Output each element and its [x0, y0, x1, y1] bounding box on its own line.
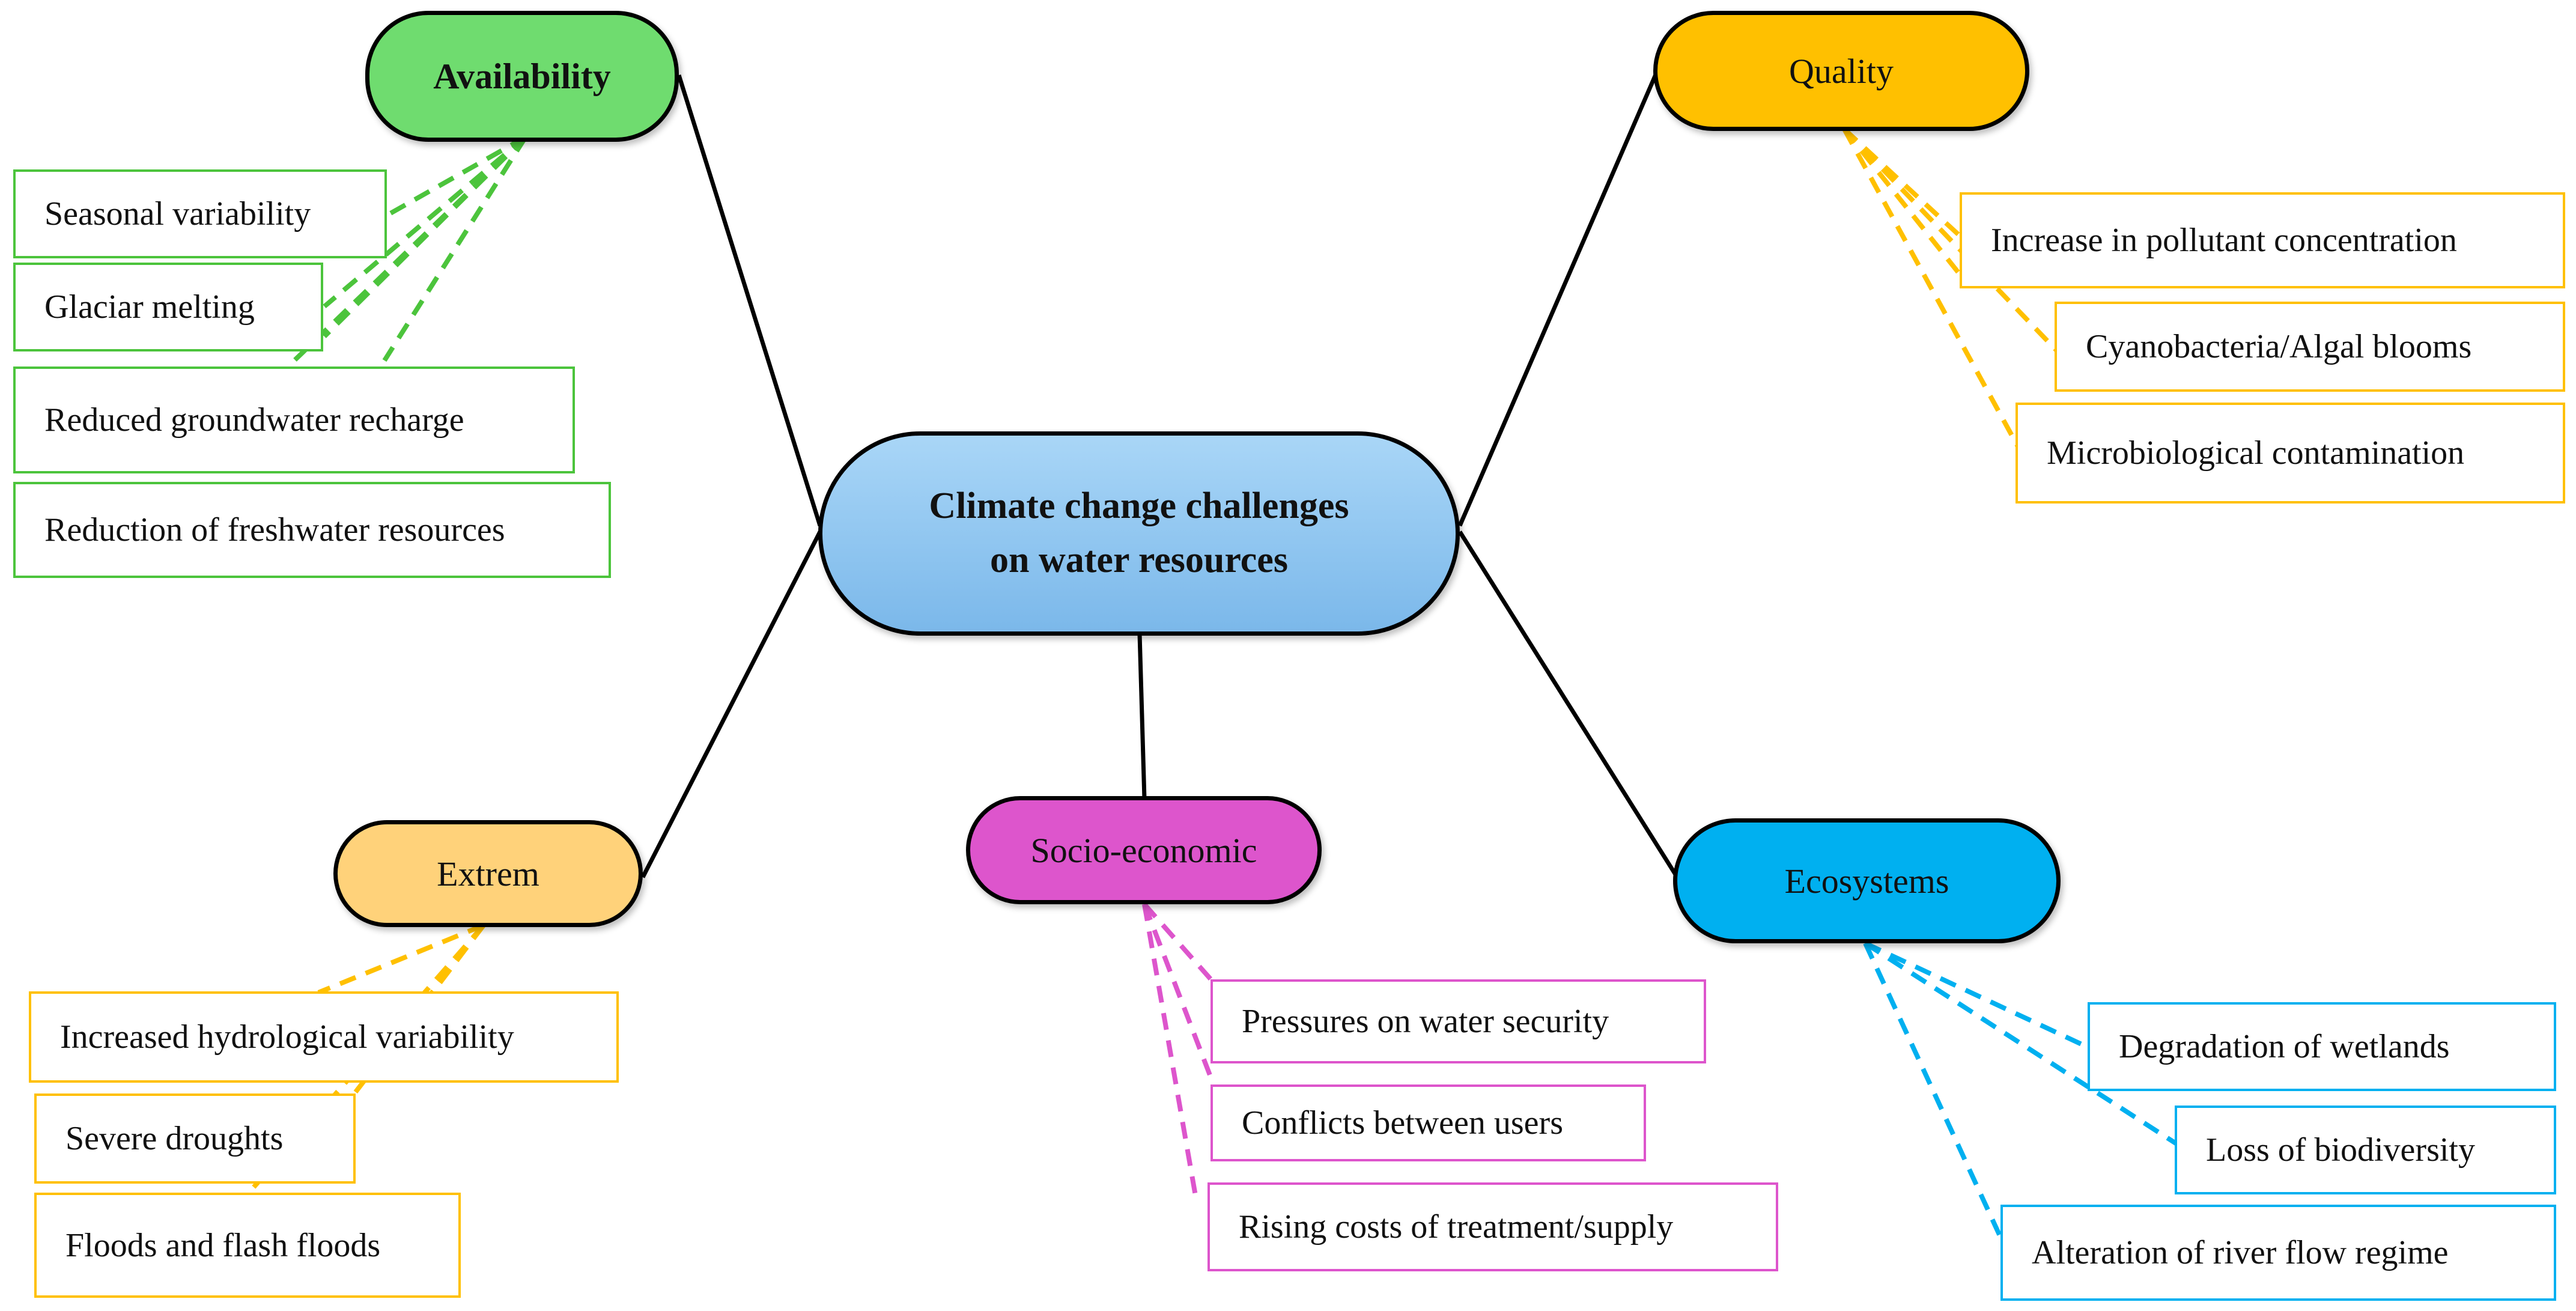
connector-availability [676, 74, 822, 527]
availability-item: Glaciar melting [13, 263, 323, 351]
extrem-item: Severe droughts [34, 1094, 356, 1184]
quality-item: Increase in pollutant concentration [1960, 192, 2565, 288]
center-title-line2: on water resources [990, 540, 1288, 580]
socio-economic-item: Rising costs of treatment/supply [1208, 1182, 1778, 1271]
dashes-ecosystems [1863, 941, 2180, 1245]
availability-item: Reduction of freshwater resources [13, 482, 611, 578]
ecosystems-item: Alteration of river flow regime [2000, 1205, 2556, 1301]
category-extrem-label: Extrem [437, 854, 539, 893]
category-availability: Availability [365, 11, 679, 142]
category-ecosystems: Ecosystems [1673, 818, 2061, 943]
category-availability-label: Availability [433, 56, 611, 96]
ecosystems-item: Loss of biodiversity [2175, 1106, 2556, 1194]
dashes-availability [293, 135, 528, 362]
connector-socio-economic [1137, 633, 1147, 800]
extrem-item: Increased hydrological variability [29, 991, 619, 1083]
center-node: Climate change challenges on water resou… [818, 431, 1460, 636]
center-title-line1: Climate change challenges [929, 485, 1349, 527]
availability-item: Reduced groundwater recharge [13, 367, 575, 473]
ecosystems-item: Degradation of wetlands [2088, 1002, 2556, 1091]
connector-quality [1457, 68, 1660, 527]
extrem-item: Floods and flash floods [34, 1193, 461, 1298]
socio-economic-item: Conflicts between users [1211, 1084, 1646, 1161]
category-extrem: Extrem [333, 820, 643, 927]
category-socio-economic-label: Socio-economic [1030, 830, 1257, 870]
category-quality: Quality [1653, 11, 2029, 131]
category-socio-economic: Socio-economic [966, 796, 1322, 904]
quality-item: Microbiological contamination [2016, 403, 2565, 503]
category-ecosystems-label: Ecosystems [1784, 861, 1949, 901]
quality-item: Cyanobacteria/Algal blooms [2055, 302, 2565, 392]
connector-extrem [640, 531, 822, 878]
category-quality-label: Quality [1789, 51, 1894, 91]
availability-item: Seasonal variability [13, 169, 387, 258]
connector-ecosystems [1458, 531, 1681, 881]
dashes-quality [1842, 127, 2059, 449]
dashes-socio-economic [1142, 902, 1216, 1196]
socio-economic-item: Pressures on water security [1211, 979, 1706, 1063]
